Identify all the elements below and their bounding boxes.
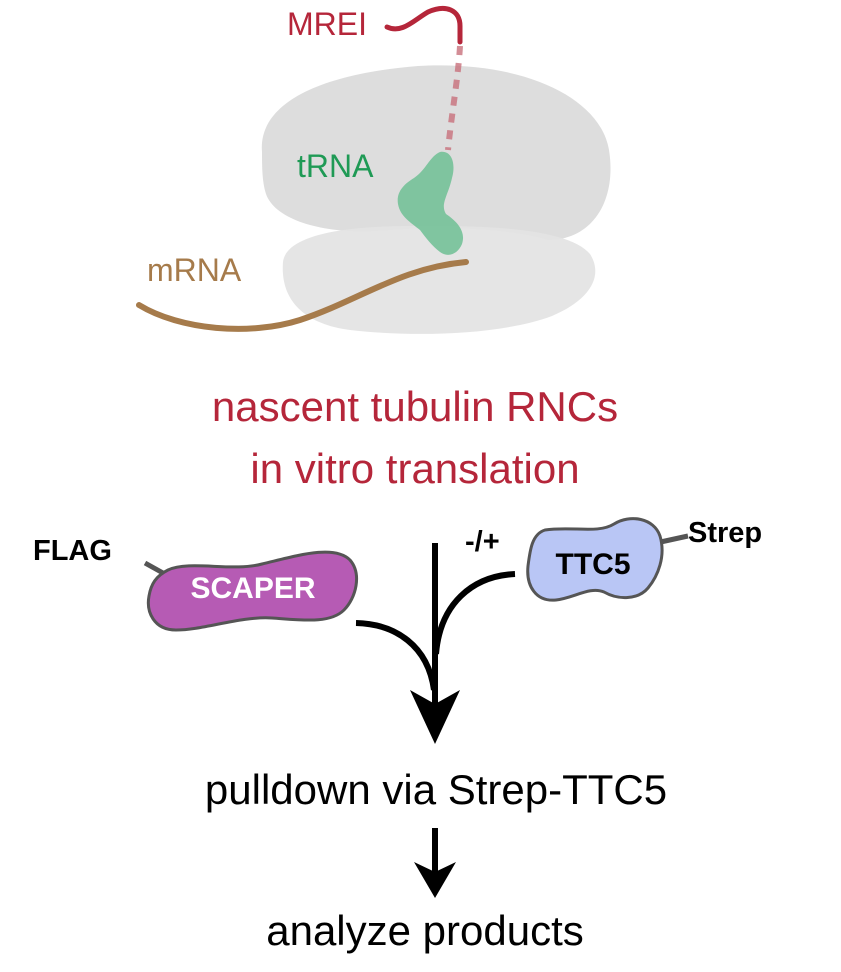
analyze-arrow xyxy=(414,828,456,898)
ribosome-small-subunit xyxy=(282,225,596,334)
nascent-peptide-tunnel xyxy=(445,45,463,151)
ttc5-shape xyxy=(526,517,664,602)
ribosome xyxy=(261,65,611,334)
ribosome-large-subunit xyxy=(261,65,611,240)
scaper-label: SCAPER xyxy=(190,572,315,605)
flag-tag-label: FLAG xyxy=(33,535,112,567)
pulldown-step: pulldown via Strep-TTC5 xyxy=(205,766,667,813)
condition-label: -/+ xyxy=(465,526,500,558)
merge-arrow-head xyxy=(410,690,460,744)
scaper-protein: SCAPER xyxy=(143,550,359,632)
ttc5-input-curve xyxy=(433,571,516,655)
scaper-input-curve xyxy=(355,620,437,691)
title-line2: in vitro translation xyxy=(250,445,579,492)
merge-arrow xyxy=(355,543,516,744)
analyze-step: analyze products xyxy=(266,907,584,954)
ttc5-label: TTC5 xyxy=(556,548,631,581)
peptide-label: MREI xyxy=(287,6,367,42)
trna-shape xyxy=(397,151,464,255)
title-line1: nascent tubulin RNCs xyxy=(212,383,618,430)
nascent-peptide xyxy=(384,6,463,45)
scaper-shape xyxy=(146,550,359,632)
trna-label: tRNA xyxy=(297,148,374,184)
ttc5-protein: TTC5 xyxy=(526,517,689,602)
analyze-arrow-head xyxy=(414,862,456,898)
mrna-label: mRNA xyxy=(147,252,242,288)
strep-tag-label: Strep xyxy=(688,517,762,549)
mrna-strand xyxy=(136,259,469,332)
